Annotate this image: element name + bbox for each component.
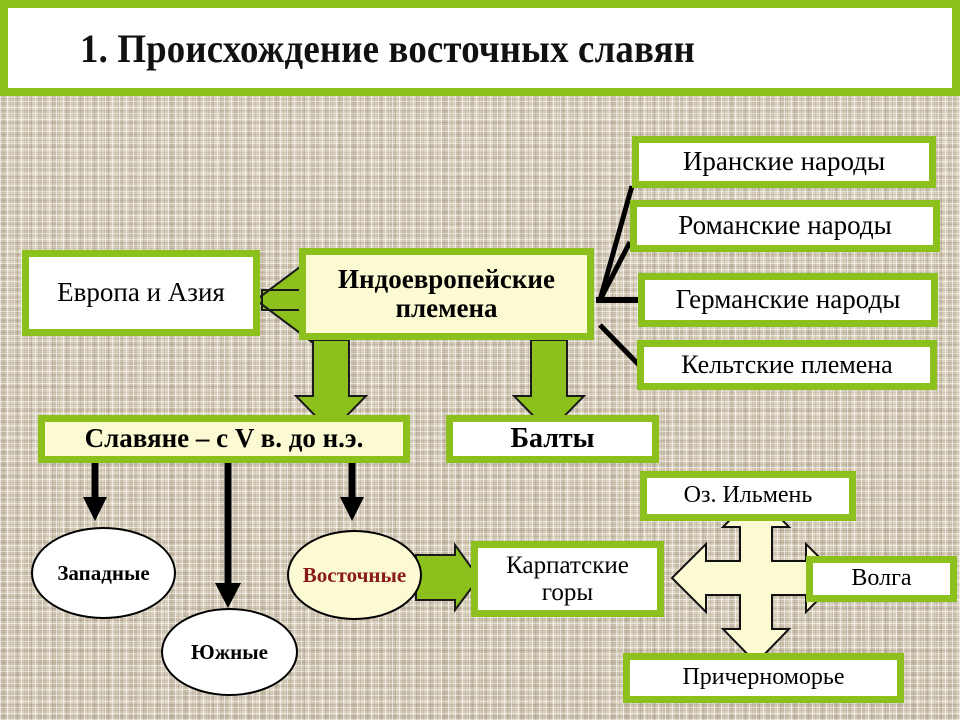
- connector-iranian: [597, 185, 635, 301]
- region-box-label: Европа и Азия: [57, 277, 225, 308]
- slavic-group-oval-south[interactable]: Южные: [161, 608, 298, 696]
- territory-box-label: Волга: [851, 565, 912, 592]
- slavic-group-label: Южные: [191, 639, 268, 664]
- peoples-box-iranian[interactable]: Иранские народы: [632, 136, 936, 188]
- branch-box-label: Балты: [510, 422, 595, 454]
- slavic-group-label: Западные: [57, 560, 150, 585]
- peoples-box-label: Романские народы: [678, 210, 892, 241]
- territory-box-volga[interactable]: Волга: [806, 556, 957, 602]
- slide-title-bar: 1. Происхождение восточных славян: [0, 0, 960, 96]
- connector-celtic: [598, 323, 642, 368]
- root-box-indo-european[interactable]: Индоевропейские племена: [299, 248, 594, 340]
- arrow-east-to-carpathians: [415, 541, 481, 613]
- root-box-label: Индоевропейские племена: [338, 263, 555, 323]
- branch-box-balts[interactable]: Балты: [446, 415, 659, 463]
- peoples-box-celtic[interactable]: Кельтские племена: [637, 340, 937, 390]
- slavic-group-oval-west[interactable]: Западные: [31, 527, 176, 619]
- arrow-slavs-to-west: [83, 462, 107, 521]
- peoples-box-germanic[interactable]: Германские народы: [638, 273, 938, 327]
- slavic-group-label: Восточные: [302, 562, 407, 587]
- territory-box-ilmen[interactable]: Оз. Ильмень: [640, 471, 856, 521]
- arrow-slavs-to-east: [340, 462, 364, 521]
- region-box-europe-asia[interactable]: Европа и Азия: [22, 250, 260, 336]
- peoples-box-label: Кельтские племена: [681, 349, 893, 379]
- branch-box-label: Славяне – с V в. до н.э.: [84, 423, 364, 454]
- branch-box-slavs[interactable]: Славяне – с V в. до н.э.: [38, 415, 410, 463]
- peoples-box-label: Иранские народы: [682, 146, 886, 177]
- territory-box-label: Причерноморье: [682, 664, 845, 691]
- slavic-group-oval-east[interactable]: Восточные: [287, 530, 422, 620]
- peoples-box-label: Германские народы: [675, 284, 901, 315]
- territory-box-carpathians[interactable]: Карпатские горы: [471, 541, 664, 617]
- territory-box-label: Карпатские горы: [506, 552, 629, 606]
- territory-box-black-sea[interactable]: Причерноморье: [623, 653, 904, 703]
- page-title: 1. Происхождение восточных славян: [80, 25, 696, 71]
- peoples-box-romance[interactable]: Романские народы: [630, 200, 940, 252]
- territory-box-label: Оз. Ильмень: [683, 482, 813, 509]
- connector-romance: [597, 240, 633, 302]
- arrow-slavs-to-south: [215, 462, 241, 608]
